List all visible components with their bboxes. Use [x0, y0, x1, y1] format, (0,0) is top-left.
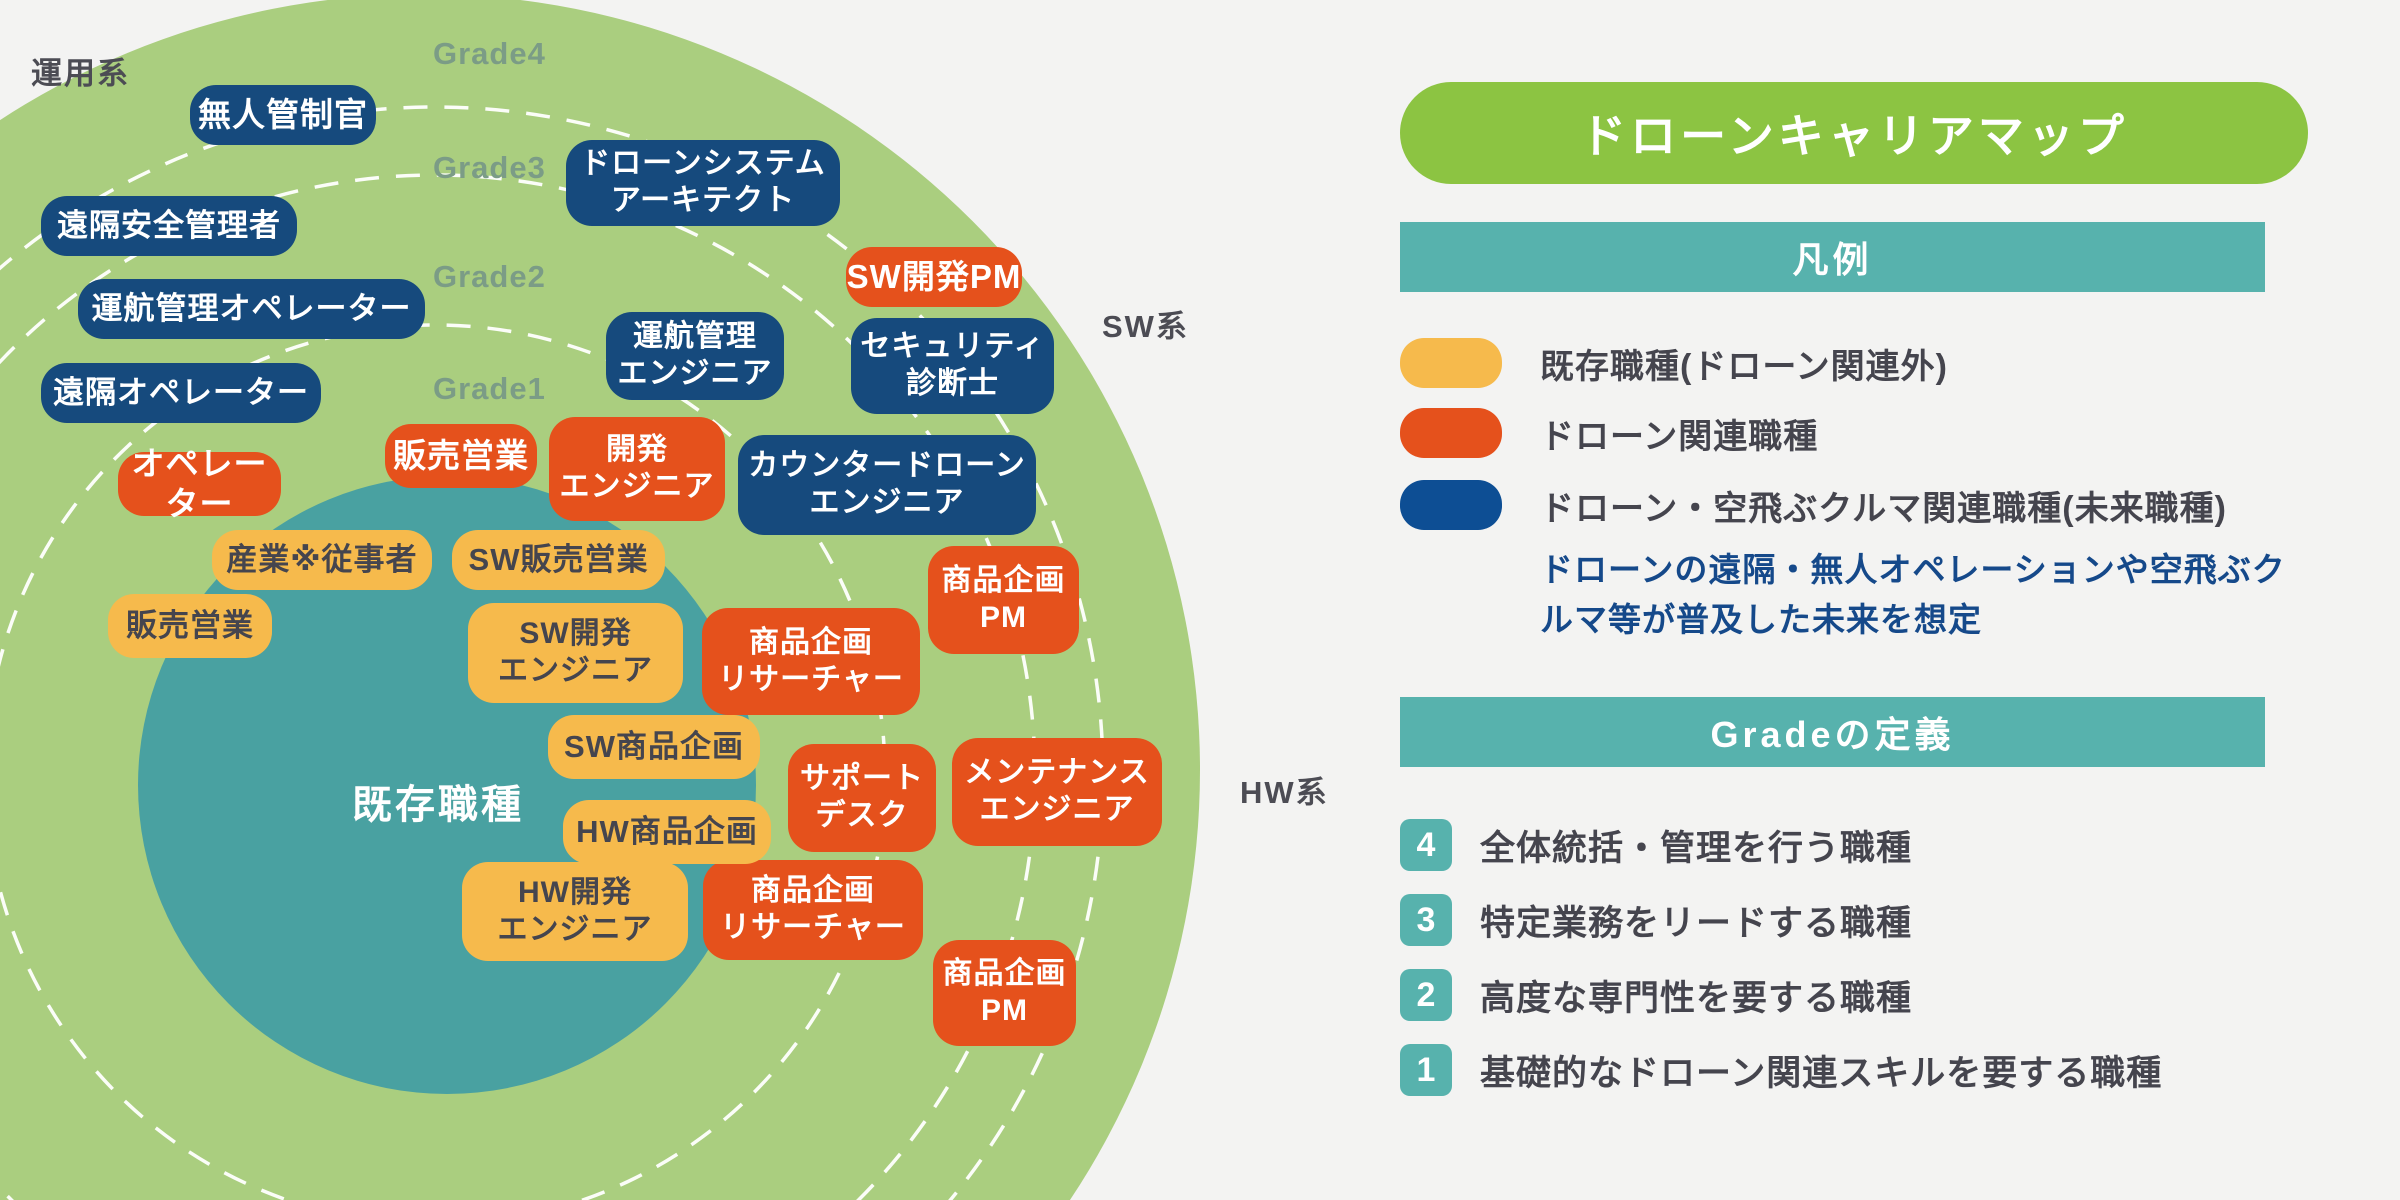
- legend-item: ドローン・空飛ぶクルマ関連職種(未来職種): [1400, 480, 2227, 530]
- job-box: ドローンシステム アーキテクト: [566, 140, 840, 226]
- grade-definition-header: Gradeの定義: [1400, 697, 2265, 767]
- legend-item-label: ドローン関連職種: [1540, 417, 1819, 456]
- core-label: 既存職種: [352, 783, 524, 827]
- job-box: 商品企画 リサーチャー: [702, 608, 920, 715]
- job-box: 遠隔オペレーター: [41, 363, 321, 423]
- job-box: 商品企画 リサーチャー: [703, 860, 923, 960]
- job-box: SW販売営業: [452, 530, 665, 590]
- legend-item-label: 既存職種(ドローン関連外): [1540, 347, 1948, 386]
- grade-number-badge: 1: [1400, 1044, 1452, 1096]
- legend-note: ドローンの遠隔・無人オペレーションや空飛ぶク ルマ等が普及した未来を想定: [1540, 551, 2286, 638]
- region-label: 運用系: [31, 56, 130, 91]
- job-box: サポート デスク: [788, 744, 936, 852]
- grade-number-badge: 3: [1400, 894, 1452, 946]
- job-box: セキュリティ 診断士: [851, 318, 1054, 414]
- job-box: カウンタードローン エンジニア: [738, 435, 1036, 535]
- grade-definition-label: 全体統括・管理を行う職種: [1480, 828, 1913, 868]
- grade-ring-label-grade4: Grade4: [433, 36, 546, 71]
- grade-number-badge: 2: [1400, 969, 1452, 1021]
- job-box: 運航管理オペレーター: [78, 279, 425, 339]
- job-box: オペレーター: [118, 445, 281, 522]
- legend-swatch: [1400, 408, 1502, 458]
- grade-ring-label-grade3: Grade3: [433, 150, 546, 185]
- legend-swatch: [1400, 338, 1502, 388]
- legend-header: 凡例: [1400, 222, 2265, 292]
- grade-definition-item: 1 基礎的なドローン関連スキルを要する職種: [1400, 1044, 2162, 1096]
- job-box: 無人管制官: [190, 85, 376, 145]
- grade-definition-item: 3 特定業務をリードする職種: [1400, 894, 1912, 946]
- grade-ring-label-grade1: Grade1: [433, 371, 546, 406]
- legend-item-label: ドローン・空飛ぶクルマ関連職種(未来職種): [1540, 489, 2227, 528]
- job-box: HW開発 エンジニア: [462, 862, 688, 961]
- page-title: ドローンキャリアマップ: [1400, 82, 2308, 184]
- legend-item: ドローン関連職種: [1400, 408, 1818, 458]
- region-label: SW系: [1102, 309, 1189, 344]
- grade-definition-label: 高度な専門性を要する職種: [1480, 978, 1913, 1018]
- job-box: 開発 エンジニア: [549, 417, 725, 521]
- job-box: HW商品企画: [563, 800, 771, 864]
- job-box: SW商品企画: [548, 715, 760, 779]
- job-box: 遠隔安全管理者: [41, 196, 297, 256]
- job-box: 販売営業: [108, 594, 272, 658]
- job-box: SW開発 エンジニア: [468, 603, 683, 703]
- region-label: HW系: [1240, 775, 1329, 810]
- legend-swatch: [1400, 480, 1502, 530]
- job-box: 運航管理 エンジニア: [606, 312, 784, 400]
- grade-definition-item: 4 全体統括・管理を行う職種: [1400, 819, 1912, 871]
- grade-ring-label-grade2: Grade2: [433, 259, 546, 294]
- job-box: メンテナンス エンジニア: [952, 738, 1162, 846]
- job-box: 商品企画 PM: [928, 546, 1079, 654]
- job-box: 産業※従事者: [212, 530, 432, 590]
- grade-definition-label: 特定業務をリードする職種: [1480, 903, 1913, 943]
- job-box: 商品企画 PM: [933, 940, 1076, 1046]
- job-box: 販売営業: [385, 424, 537, 488]
- job-box: SW開発PM: [846, 247, 1022, 307]
- grade-number-badge: 4: [1400, 819, 1452, 871]
- grade-definition-label: 基礎的なドローン関連スキルを要する職種: [1480, 1053, 2163, 1093]
- legend-item: 既存職種(ドローン関連外): [1400, 338, 1948, 388]
- grade-definition-item: 2 高度な専門性を要する職種: [1400, 969, 1912, 1021]
